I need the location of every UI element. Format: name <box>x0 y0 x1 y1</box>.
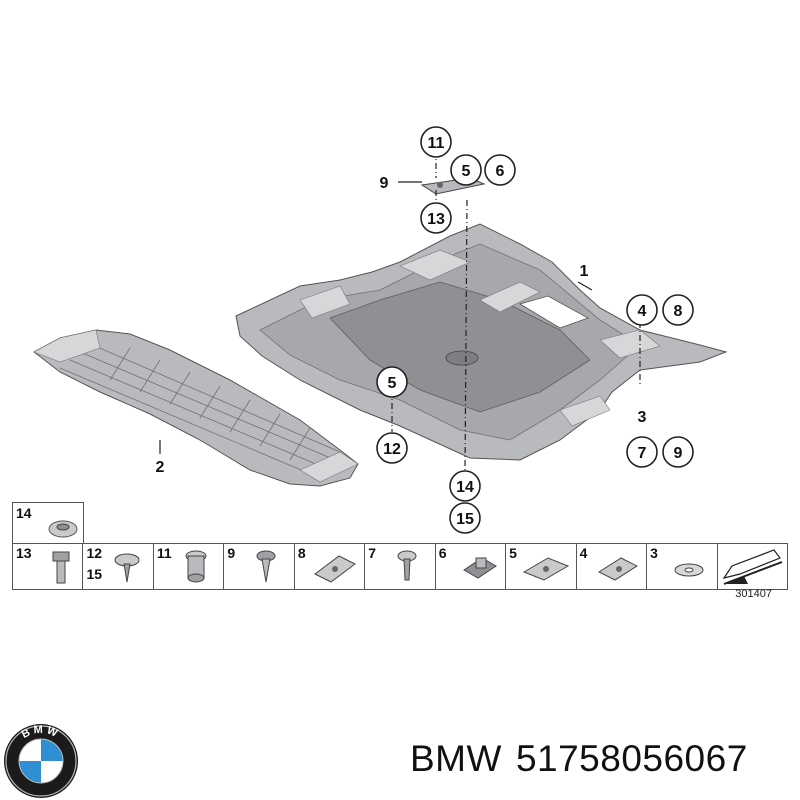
label-1: 1 <box>580 263 589 280</box>
screw-icon <box>256 550 276 583</box>
push-rivet-icon <box>397 550 417 581</box>
screw-washer-icon <box>114 553 140 583</box>
brand-name: BMW <box>410 738 502 779</box>
parts-cell-number: 14 <box>16 505 32 521</box>
parts-cell: 5 <box>506 544 577 589</box>
diagram-reference-number: 301407 <box>735 588 772 600</box>
label-2: 2 <box>156 459 165 476</box>
parts-cell-number: 12 <box>86 545 103 561</box>
bolt-icon <box>52 551 70 584</box>
svg-text:5: 5 <box>462 163 471 180</box>
callout-5-top: 5 <box>450 154 482 186</box>
parts-cell: 8 <box>295 544 366 589</box>
washer-icon <box>674 563 704 577</box>
callout-7: 7 <box>626 436 658 468</box>
parts-cell-number: 4 <box>579 545 588 561</box>
svg-text:14: 14 <box>456 479 474 496</box>
cage-nut-icon <box>462 557 497 579</box>
callout-12: 12 <box>376 432 408 464</box>
exploded-parts-diagram: 11 5 6 9 13 1 4 8 3 7 9 5 12 14 <box>33 126 728 534</box>
parts-cell: 6 <box>436 544 507 589</box>
callout-15: 15 <box>449 502 481 534</box>
speed-nut-icon <box>597 557 638 581</box>
front-shield-part <box>33 329 359 487</box>
svg-text:11: 11 <box>428 135 445 152</box>
clip-nut-icon <box>313 555 356 583</box>
parts-cell-number: 8 <box>297 545 306 561</box>
parts-cell-number: 7 <box>368 545 377 561</box>
parts-cell: 12 15 <box>83 544 154 589</box>
parts-legend-strip: 13 12 15 11 9 8 7 <box>12 543 788 590</box>
label-9: 9 <box>380 175 389 192</box>
callout-9-right: 9 <box>662 436 694 468</box>
callout-11: 11 <box>420 126 452 158</box>
bmw-logo: BMW <box>4 724 78 798</box>
brand-part-number: BMW 51758056067 <box>410 738 762 780</box>
svg-text:12: 12 <box>383 441 401 458</box>
svg-text:9: 9 <box>674 445 683 462</box>
underbody-shield-part <box>235 223 728 461</box>
svg-text:4: 4 <box>638 303 647 320</box>
svg-text:15: 15 <box>456 511 474 528</box>
svg-text:13: 13 <box>427 211 445 228</box>
flat-nut-icon <box>48 520 78 538</box>
label-3: 3 <box>638 409 647 426</box>
parts-cell-number: 11 <box>156 545 172 561</box>
parts-cell-direction <box>718 544 787 589</box>
callout-13: 13 <box>420 202 452 234</box>
parts-cell: 3 <box>647 544 718 589</box>
parts-cell-number: 9 <box>227 545 236 561</box>
part-number: 51758056067 <box>515 738 748 779</box>
spring-nut-icon <box>523 557 570 581</box>
svg-text:BMW: BMW <box>20 724 62 741</box>
callout-14: 14 <box>449 470 481 502</box>
parts-cell: 11 <box>154 544 225 589</box>
direction-arrow-icon <box>722 549 782 585</box>
parts-cell: 13 <box>13 544 84 589</box>
callout-4: 4 <box>626 294 658 326</box>
parts-cell-number-secondary: 15 <box>86 566 103 582</box>
parts-cell: 7 <box>365 544 436 589</box>
parts-cell-number: 5 <box>509 545 517 561</box>
svg-text:6: 6 <box>496 163 505 180</box>
callout-8: 8 <box>662 294 694 326</box>
parts-cell: 4 <box>577 544 648 589</box>
callout-6: 6 <box>484 154 516 186</box>
svg-text:5: 5 <box>388 375 397 392</box>
svg-text:7: 7 <box>638 445 647 462</box>
parts-cell-number: 13 <box>16 545 32 561</box>
parts-cell: 9 <box>224 544 295 589</box>
callout-5-mid: 5 <box>376 366 408 398</box>
parts-cell-number: 6 <box>438 545 447 561</box>
grommet-icon <box>185 550 207 583</box>
parts-cell-top: 14 <box>12 502 84 544</box>
parts-cell-number: 3 <box>650 545 658 561</box>
svg-text:8: 8 <box>674 303 683 320</box>
